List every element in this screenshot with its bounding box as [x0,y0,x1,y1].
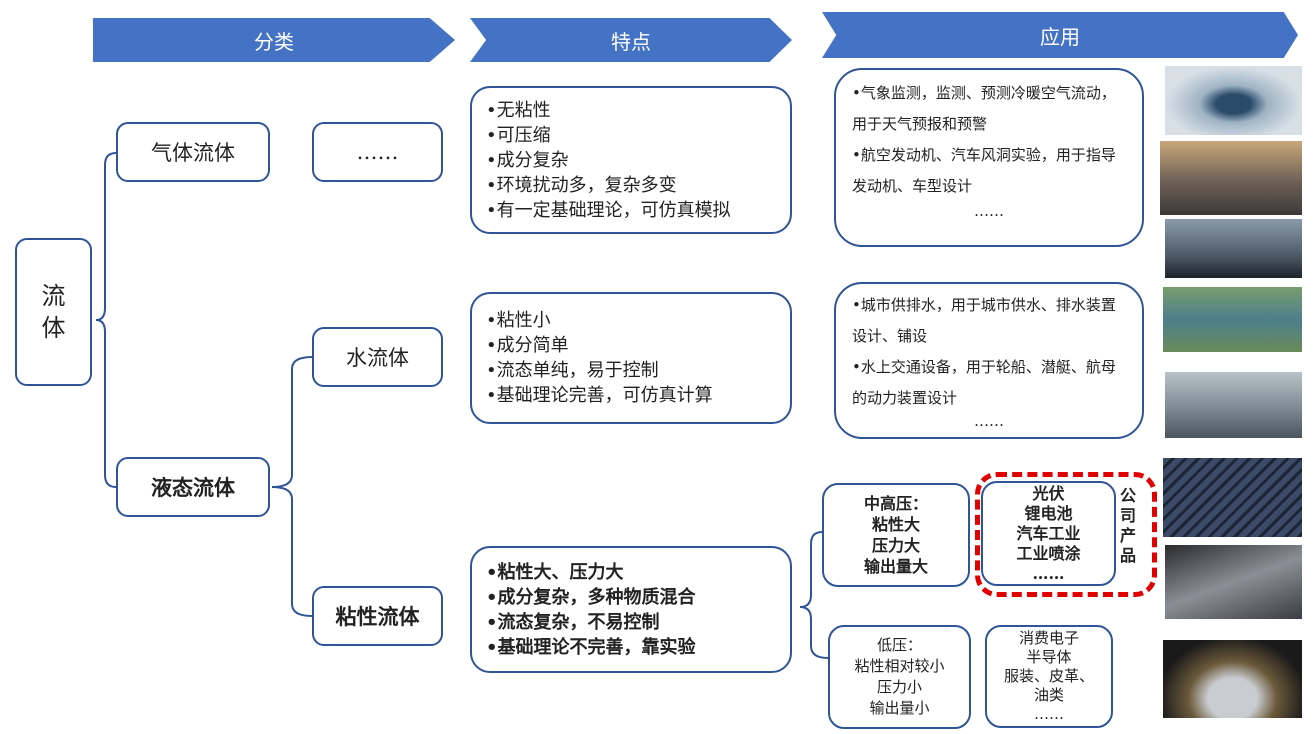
category-gas-sub: …… [312,122,443,182]
label: 粘性大 [871,515,920,534]
label: 油类 [1033,686,1064,704]
applications-water: •城市供排水，用于城市供水、排水装置设计、铺设 •水上交通设备，用于轮船、潜艇、… [834,282,1144,439]
low-pressure-apps-box: 消费电子 半导体 服装、皮革、 油类 …… [985,625,1113,728]
water-treatment-plant-image [1163,287,1302,352]
category-liquid: 液态流体 [116,457,270,517]
label: 水流体 [346,346,409,370]
root-node: 流体 [15,238,92,386]
product: 光伏 [1032,483,1065,503]
semiconductor-wafer-image [1163,640,1302,718]
feature-item: •环境扰动多，复杂多变 [486,174,677,196]
label: 液态流体 [151,475,235,500]
application-item: •航空发动机、汽车风洞实验，用于指导发动机、车型设计 [852,146,1116,195]
feature-item: •成分复杂，多种物质混合 [486,586,696,608]
label: 粘性流体 [335,604,420,629]
feature-item: •有一定基础理论，可仿真模拟 [486,199,731,221]
product: …… [1032,563,1065,583]
label: 输出量大 [863,557,928,576]
header-label: 特点 [611,29,651,54]
submarine-image [1165,372,1302,438]
label: 半导体 [1026,648,1072,666]
label: 压力小 [876,678,922,696]
feature-item: •流态复杂，不易控制 [486,611,660,633]
label: 压力大 [871,536,920,555]
label: 中高压： [863,494,928,513]
feature-item: •基础理论完善，可仿真计算 [486,385,713,406]
high-pressure-box: 中高压： 粘性大 压力大 输出量大 [822,483,970,587]
category-water: 水流体 [312,327,443,387]
low-pressure-box: 低压： 粘性相对较小 压力小 输出量小 [828,625,971,729]
feature-item: •无粘性 [486,99,551,121]
header-applications: 应用 [822,12,1298,58]
solar-panels-image [1163,458,1302,537]
wind-tunnel-car-image [1165,219,1302,278]
bracket-viscous [799,531,829,659]
label: 低压： [876,636,922,654]
header-classification: 分类 [93,18,455,62]
label: 消费电子 [1018,629,1079,647]
applications-gas: •气象监测，监测、预测冷暖空气流动，用于天气预报和预警 •航空发动机、汽车风洞实… [834,68,1144,247]
ev-battery-pack-image [1165,545,1302,619]
company-products-highlight [975,472,1157,597]
feature-item: •成分复杂 [486,149,569,171]
product: 锂电池 [1024,503,1073,523]
category-viscous: 粘性流体 [312,586,443,646]
jet-engine-test-image [1160,141,1302,215]
label: …… [1034,705,1064,723]
feature-item: •基础理论不完善，靠实验 [486,636,696,658]
label: …… [356,140,399,164]
header-label: 分类 [254,29,294,54]
label: 输出量小 [869,699,930,717]
application-item: •水上交通设备，用于轮船、潜艇、航母的动力装置设计 [852,358,1116,407]
features-water: •粘性小 •成分简单 •流态单纯，易于控制 •基础理论完善，可仿真计算 [470,292,792,424]
ellipsis: …… [974,202,1004,220]
bracket-root [95,152,117,488]
weather-vortex-image [1165,66,1302,135]
ellipsis: …… [974,412,1004,430]
application-item: •气象监测，监测、预测冷暖空气流动，用于天气预报和预警 [852,84,1116,133]
feature-item: •流态单纯，易于控制 [486,360,659,381]
feature-item: •粘性大、压力大 [486,561,624,583]
header-features: 特点 [470,18,792,62]
header-label: 应用 [1040,24,1080,49]
root-label: 流体 [41,282,66,342]
product: 工业喷涂 [1016,543,1081,563]
label: 粘性相对较小 [854,657,945,675]
features-gas: •无粘性 •可压缩 •成分复杂 •环境扰动多，复杂多变 •有一定基础理论，可仿真… [470,86,792,234]
company-products-label: 公司产品 [1120,486,1137,565]
label: 气体流体 [151,141,235,165]
company-products-box: 光伏 锂电池 汽车工业 工业喷涂 …… [981,481,1116,586]
bracket-liquid [271,356,313,617]
label: 服装、皮革、 [1003,667,1094,685]
category-gas: 气体流体 [116,122,270,182]
features-viscous: •粘性大、压力大 •成分复杂，多种物质混合 •流态复杂，不易控制 •基础理论不完… [470,546,792,673]
feature-item: •成分简单 [486,335,569,356]
application-item: •城市供排水，用于城市供水、排水装置设计、铺设 [852,296,1116,345]
feature-item: •粘性小 [486,310,551,331]
product: 汽车工业 [1016,523,1081,543]
feature-item: •可压缩 [486,124,551,146]
